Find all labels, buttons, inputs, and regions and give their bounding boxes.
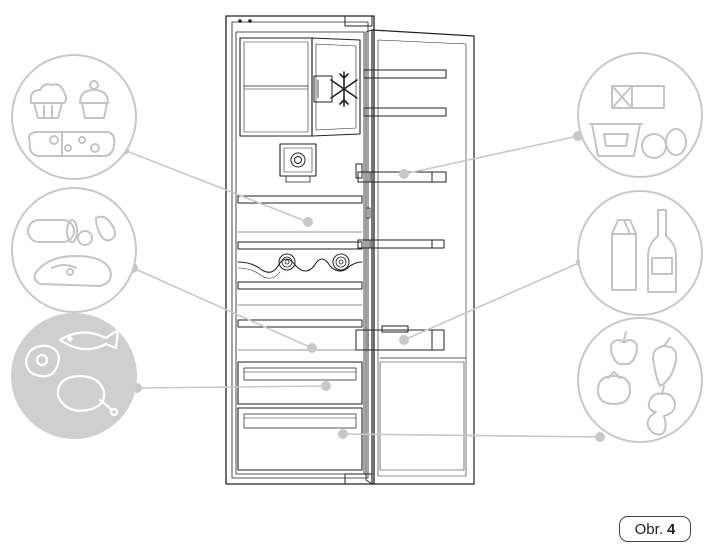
chicken-icon (56, 374, 119, 417)
connector-lines (123, 135, 601, 438)
muffin-icon (29, 83, 67, 119)
apple-icon (610, 331, 638, 366)
cupcake-icon (79, 80, 109, 119)
fridge-illustration (225, 15, 475, 485)
butter-icon (611, 85, 665, 109)
zone-sausages-ham (11, 187, 137, 313)
pear-icon (646, 385, 676, 436)
bottle-rack (237, 253, 363, 279)
ham-icon (33, 255, 112, 287)
zone-meat-fish-poultry (11, 313, 137, 439)
figure-label-number: 4 (667, 520, 676, 538)
bottle-icon (647, 209, 677, 293)
thermostat-control (279, 143, 317, 183)
snowflake-icon (330, 71, 358, 107)
tomato-icon (597, 371, 631, 405)
open-door (355, 29, 475, 485)
yogurt-icon (589, 123, 643, 157)
steak-icon (24, 344, 60, 378)
cheese-icon (27, 131, 116, 157)
eggs-icon (641, 128, 687, 159)
figure-label: Obr. 4 (619, 516, 691, 542)
zone-butter-yogurt-eggs (577, 52, 703, 178)
figure-label-prefix: Obr. (634, 520, 663, 538)
sausage-icon (95, 215, 116, 242)
door-bins (355, 69, 447, 351)
milk-carton-icon (611, 219, 637, 291)
drawers (237, 361, 363, 471)
zone-milk-juice-bottles (577, 190, 703, 316)
shelves (237, 195, 363, 351)
pepper-icon (652, 337, 678, 387)
salami-icon (27, 219, 93, 246)
zone-baked-goods-cheese (11, 54, 137, 180)
fish-icon (58, 328, 120, 351)
zone-fruit-vegetables (577, 317, 703, 443)
top-compartment (239, 37, 361, 137)
